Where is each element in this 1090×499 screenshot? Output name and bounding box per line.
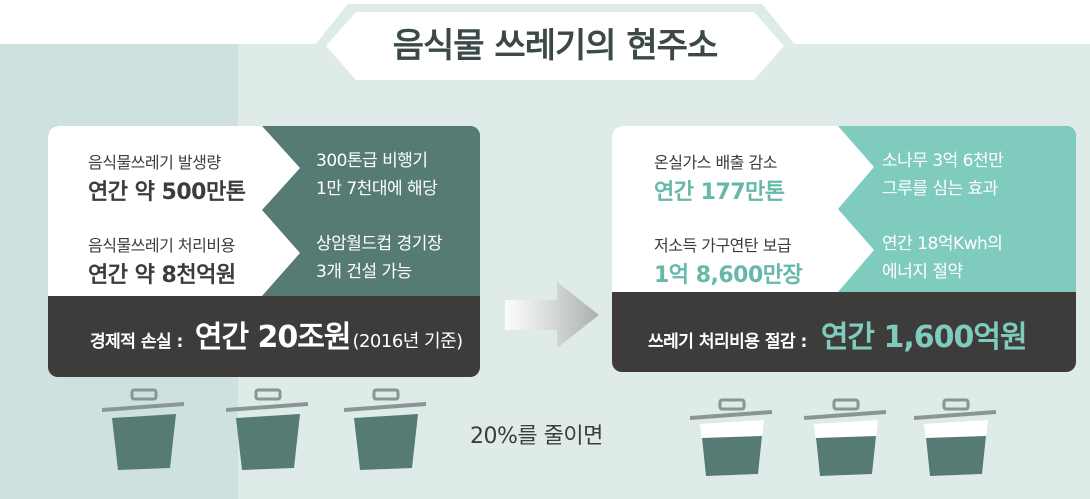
- trash-bin-icon: [102, 388, 184, 470]
- left-stat2-value: 연간 약 8천억원: [88, 263, 236, 288]
- right-compare1-line1: 소나무 3억 6천만: [882, 151, 1004, 171]
- current-situation-panel: 음식물쓰레기 발생량 연간 약 500만톤 음식물쓰레기 처리비용 연간 약 8…: [48, 126, 480, 377]
- trash-bin-icon: [226, 388, 308, 470]
- left-compare1-line1: 300톤급 비행기: [316, 151, 428, 171]
- left-stat2-label: 음식물쓰레기 처리비용: [88, 236, 235, 255]
- right-panel-band: [612, 126, 1076, 292]
- right-stat2-value: 1억 8,600만장: [654, 263, 803, 288]
- right-stat2-label: 저소득 가구연탄 보급: [654, 236, 792, 255]
- left-panel-band: [48, 126, 480, 296]
- left-footer-note: (2016년 기준): [352, 331, 463, 352]
- right-footer-label: 쓰레기 처리비용 절감 :: [648, 332, 807, 352]
- left-footer-value: 연간 20조원: [194, 320, 352, 355]
- right-arrow-icon: [505, 282, 599, 348]
- right-compare2-line1: 연간 18억Kwh의: [882, 234, 1003, 254]
- trash-bin-icon: [804, 398, 886, 476]
- right-compare1-line2: 그루를 심는 효과: [882, 179, 998, 199]
- right-footer: 쓰레기 처리비용 절감 : 연간 1,600억원: [648, 312, 1028, 362]
- page-title: 음식물 쓰레기의 현주소: [392, 26, 718, 66]
- right-footer-value: 연간 1,600억원: [820, 320, 1028, 355]
- right-stat1-value: 연간 177만톤: [654, 180, 785, 205]
- right-compare2-line2: 에너지 절약: [882, 262, 963, 282]
- condition-text: 20%를 줄이면: [470, 424, 603, 449]
- left-compare2-line2: 3개 건설 가능: [316, 262, 412, 282]
- right-stat1-label: 온실가스 배출 감소: [654, 153, 777, 172]
- trash-bin-icon: [344, 388, 426, 470]
- left-stat1-value: 연간 약 500만톤: [88, 180, 246, 205]
- trash-bin-icon: [914, 398, 996, 476]
- left-compare1-line2: 1만 7천대에 해당: [316, 179, 438, 199]
- title-banner: 음식물 쓰레기의 현주소: [312, 2, 798, 90]
- left-footer: 경제적 손실 : 연간 20조원 (2016년 기준): [90, 312, 463, 362]
- trash-bin-icon: [690, 398, 772, 476]
- left-stat1-label: 음식물쓰레기 발생량: [88, 153, 221, 172]
- reduction-effect-panel: 온실가스 배출 감소 연간 177만톤 저소득 가구연탄 보급 1억 8,600…: [612, 126, 1076, 372]
- left-footer-label: 경제적 손실 :: [90, 332, 183, 352]
- title-banner-shape: [314, 4, 796, 88]
- left-compare2-line1: 상암월드컵 경기장: [316, 234, 443, 254]
